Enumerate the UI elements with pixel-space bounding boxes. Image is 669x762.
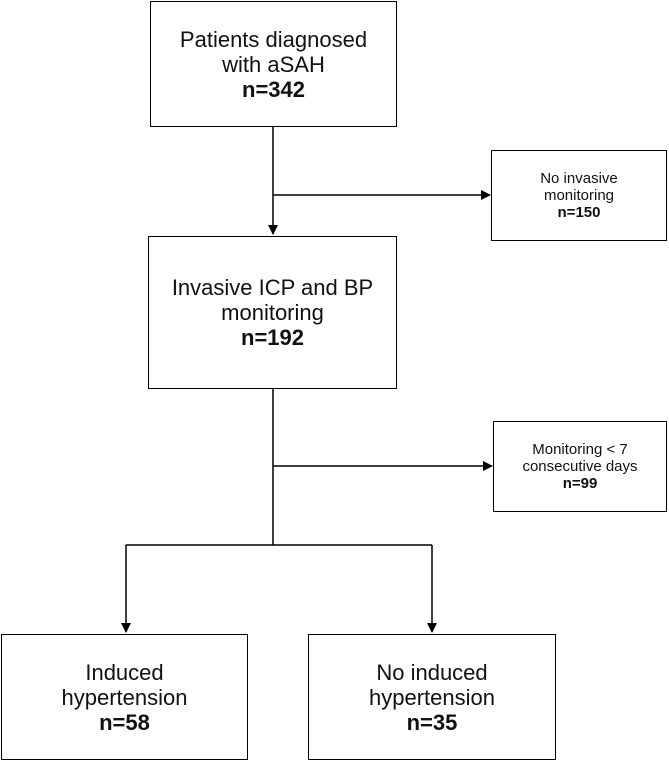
box-invasive-count: n=192 (241, 325, 304, 350)
box-induced-count: n=58 (99, 709, 150, 735)
box-diagnosed-line2: with aSAH (222, 51, 325, 77)
box-no-induced-line1: No induced (376, 659, 488, 685)
box-invasive-line2: monitoring (221, 300, 324, 325)
box-invasive-line1: Invasive ICP and BP (171, 275, 374, 300)
box-no-invasive-count: n=150 (557, 204, 601, 221)
box-diagnosed-line1: Patients diagnosed (179, 26, 368, 52)
box-induced-line2: hypertension (61, 684, 188, 710)
box-diagnosed-count: n=342 (242, 76, 305, 102)
box-no-invasive-line2: monitoring (543, 187, 615, 204)
box-induced: Induced hypertension n=58 (1, 634, 248, 760)
box-no-invasive-line1: No invasive (540, 170, 618, 187)
box-no-invasive: No invasive monitoring n=150 (491, 150, 667, 241)
box-induced-line1: Induced (85, 659, 164, 685)
box-short-monitoring: Monitoring < 7 consecutive days n=99 (493, 421, 667, 512)
box-invasive: Invasive ICP and BP monitoring n=192 (148, 236, 397, 389)
box-no-induced: No induced hypertension n=35 (308, 634, 556, 760)
box-short-monitoring-line1: Monitoring < 7 (532, 441, 628, 458)
box-no-induced-count: n=35 (406, 709, 458, 735)
box-no-induced-line2: hypertension (369, 684, 495, 710)
box-diagnosed: Patients diagnosed with aSAH n=342 (150, 1, 397, 127)
box-short-monitoring-line2: consecutive days (522, 458, 638, 475)
box-short-monitoring-count: n=99 (562, 475, 598, 492)
